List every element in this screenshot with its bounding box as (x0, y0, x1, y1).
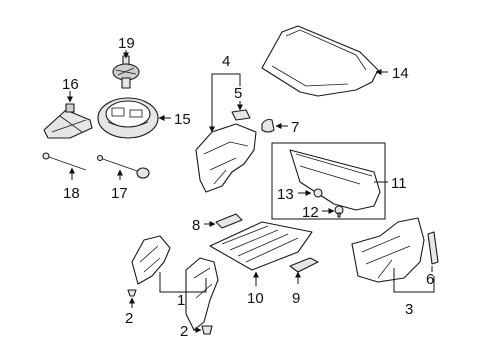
trunk-floor-board-part (209, 221, 313, 271)
callout-7: 7 (291, 119, 299, 136)
callout-6: 6 (426, 271, 434, 288)
wheel-wrench-part (96, 154, 150, 179)
callout-8: 8 (192, 217, 200, 234)
callout-18: 18 (63, 185, 80, 202)
callout-16: 16 (62, 76, 79, 93)
quarter-trim-panel-part (195, 123, 257, 193)
callout-19: 19 (118, 35, 135, 52)
callout-2a: 2 (125, 310, 133, 327)
callout-10: 10 (247, 290, 264, 307)
rear-panel-trim-part (289, 149, 381, 211)
clip-7-part (261, 118, 275, 133)
callout-2b: 2 (180, 323, 188, 340)
leader-4 (211, 73, 241, 128)
callout-5: 5 (234, 85, 242, 102)
floor-side-trim-right-part (185, 257, 219, 331)
callout-9: 9 (292, 290, 300, 307)
clip-13-part (313, 188, 323, 198)
package-tray-part (261, 25, 379, 97)
tool-tray-part (97, 97, 159, 139)
bracket-5-part (231, 109, 251, 121)
fastener-2b-part (201, 325, 213, 335)
strip-9-part (289, 257, 319, 273)
jack-handle-part (42, 152, 87, 171)
callout-1: 1 (177, 292, 185, 309)
leader-3 (393, 268, 435, 293)
spare-tire-bolt-part (112, 55, 140, 89)
callout-17: 17 (111, 185, 128, 202)
pad-8-part (215, 213, 243, 229)
callout-11: 11 (391, 175, 407, 192)
callout-14: 14 (392, 65, 409, 82)
screw-12-part (334, 205, 344, 218)
callout-3: 3 (405, 301, 413, 318)
fastener-2a-part (127, 289, 137, 297)
jack-part (43, 103, 93, 139)
strip-6-part (427, 231, 439, 265)
callout-4: 4 (222, 53, 230, 70)
floor-side-trim-left-part (131, 235, 171, 285)
rear-side-trim-part (351, 217, 425, 283)
leader-1 (159, 272, 207, 293)
callout-15: 15 (174, 111, 191, 128)
callout-12: 12 (302, 204, 319, 221)
part-11-frame (271, 142, 386, 220)
callout-13: 13 (277, 186, 294, 203)
